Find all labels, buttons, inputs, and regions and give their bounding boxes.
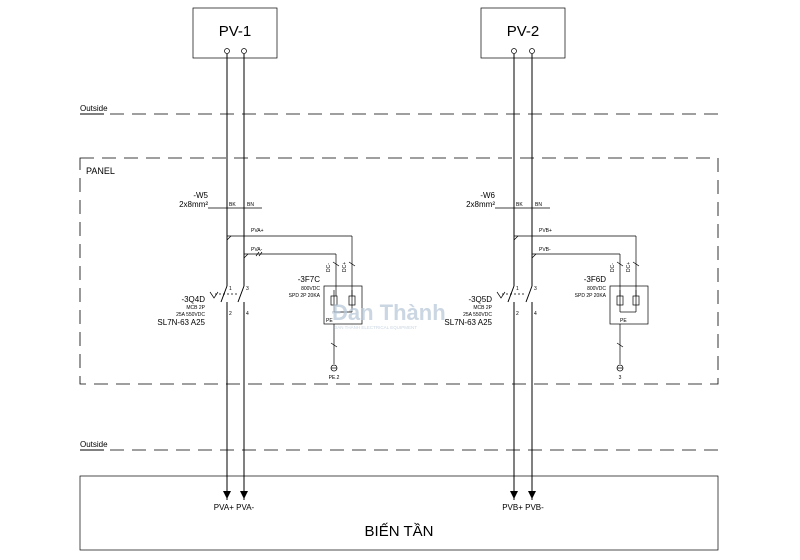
left-wire-neg: PVA- (251, 247, 263, 253)
outside-top-label: Outside (80, 104, 108, 113)
svg-text:SL7N-63 A25: SL7N-63 A25 (157, 318, 205, 327)
pv1-box: PV-1 (192, 7, 278, 59)
svg-text:DC+: DC+ (342, 262, 348, 272)
watermark-logo: Đan Thành ĐAN THÀNH ELECTRICAL EQUIPMENT (332, 300, 446, 330)
right-cable-tag: -W6 (480, 191, 495, 200)
left-cable-size: 2x8mm² (179, 200, 208, 209)
svg-text:PE: PE (620, 318, 627, 324)
svg-text:25A 550VDC: 25A 550VDC (176, 312, 205, 318)
left-wire-pos: PVA+ (251, 228, 264, 234)
right-circuit: -W6 2x8mm² BK BN PVB+ PVB- DC- DC+ 1 2 3… (444, 54, 649, 512)
right-output-labels: PVB+ PVB- (502, 503, 544, 512)
svg-text:3: 3 (534, 286, 537, 292)
outside-top-boundary: Outside (80, 104, 718, 115)
left-mcb-tag: -3Q4D (181, 295, 205, 304)
svg-text:3: 3 (246, 286, 249, 292)
svg-text:800VDC: 800VDC (587, 286, 606, 292)
inverter-box: BIẾN TẦN (79, 475, 719, 551)
svg-text:4: 4 (246, 311, 249, 317)
right-spd-tag: -3F6D (584, 275, 606, 284)
left-spd-tag: -3F7C (298, 275, 320, 284)
right-wire-pos: PVB+ (539, 228, 552, 234)
svg-text:1: 1 (229, 286, 232, 292)
pv2-box: PV-2 (480, 7, 566, 59)
right-cable-size: 2x8mm² (466, 200, 495, 209)
right-wire-neg: PVB- (539, 247, 551, 253)
outside-bottom-label: Outside (80, 440, 108, 449)
svg-text:ĐAN THÀNH ELECTRICAL EQUIPMENT: ĐAN THÀNH ELECTRICAL EQUIPMENT (334, 324, 417, 330)
svg-text:MCB 2P: MCB 2P (186, 305, 205, 311)
outside-bottom-boundary: Outside (80, 440, 718, 451)
svg-text:25A 550VDC: 25A 550VDC (463, 312, 492, 318)
svg-text:SPD 2P 20KA: SPD 2P 20KA (289, 293, 321, 299)
pv2-title: PV-2 (507, 23, 540, 40)
svg-text:2: 2 (516, 311, 519, 317)
right-mcb: 1 2 3 4 -3Q5D MCB 2P 25A 550VDC SL7N-63 … (444, 285, 537, 500)
right-mcb-tag: -3Q5D (468, 295, 492, 304)
right-pe-label: 3 (619, 375, 622, 381)
inverter-title: BIẾN TẦN (365, 523, 434, 540)
panel-boundary: PANEL (79, 157, 719, 385)
left-core1: BK (229, 202, 236, 208)
left-cable-tag: -W5 (193, 191, 208, 200)
svg-text:1: 1 (516, 286, 519, 292)
svg-text:DC+: DC+ (626, 262, 632, 272)
svg-text:SL7N-63 A25: SL7N-63 A25 (444, 318, 492, 327)
right-core1: BK (516, 202, 523, 208)
svg-text:PE: PE (326, 318, 333, 324)
left-pe-label: PE.2 (329, 375, 340, 381)
left-output-labels: PVA+ PVA- (214, 503, 255, 512)
svg-text:DC-: DC- (610, 263, 616, 272)
svg-text:Đan Thành: Đan Thành (332, 300, 446, 325)
svg-text:MCB 2P: MCB 2P (473, 305, 492, 311)
left-circuit: -W5 2x8mm² BK BN PVA+ PVA- DC- DC+ 1 2 3… (157, 54, 363, 512)
svg-text:800VDC: 800VDC (301, 286, 320, 292)
pv1-title: PV-1 (219, 23, 252, 40)
panel-label: PANEL (86, 166, 115, 176)
svg-text:SPD 2P 20KA: SPD 2P 20KA (575, 293, 607, 299)
svg-text:2: 2 (229, 311, 232, 317)
left-spd: PE -3F7C 800VDC SPD 2P 20KA PE.2 (289, 275, 363, 381)
right-core2: BN (535, 202, 542, 208)
svg-text:DC-: DC- (326, 263, 332, 272)
left-core2: BN (247, 202, 254, 208)
right-spd: PE -3F6D 800VDC SPD 2P 20KA 3 (575, 275, 649, 381)
svg-text:4: 4 (534, 311, 537, 317)
left-mcb: 1 2 3 4 -3Q4D MCB 2P 25A 550VDC SL7N-63 … (157, 285, 249, 500)
